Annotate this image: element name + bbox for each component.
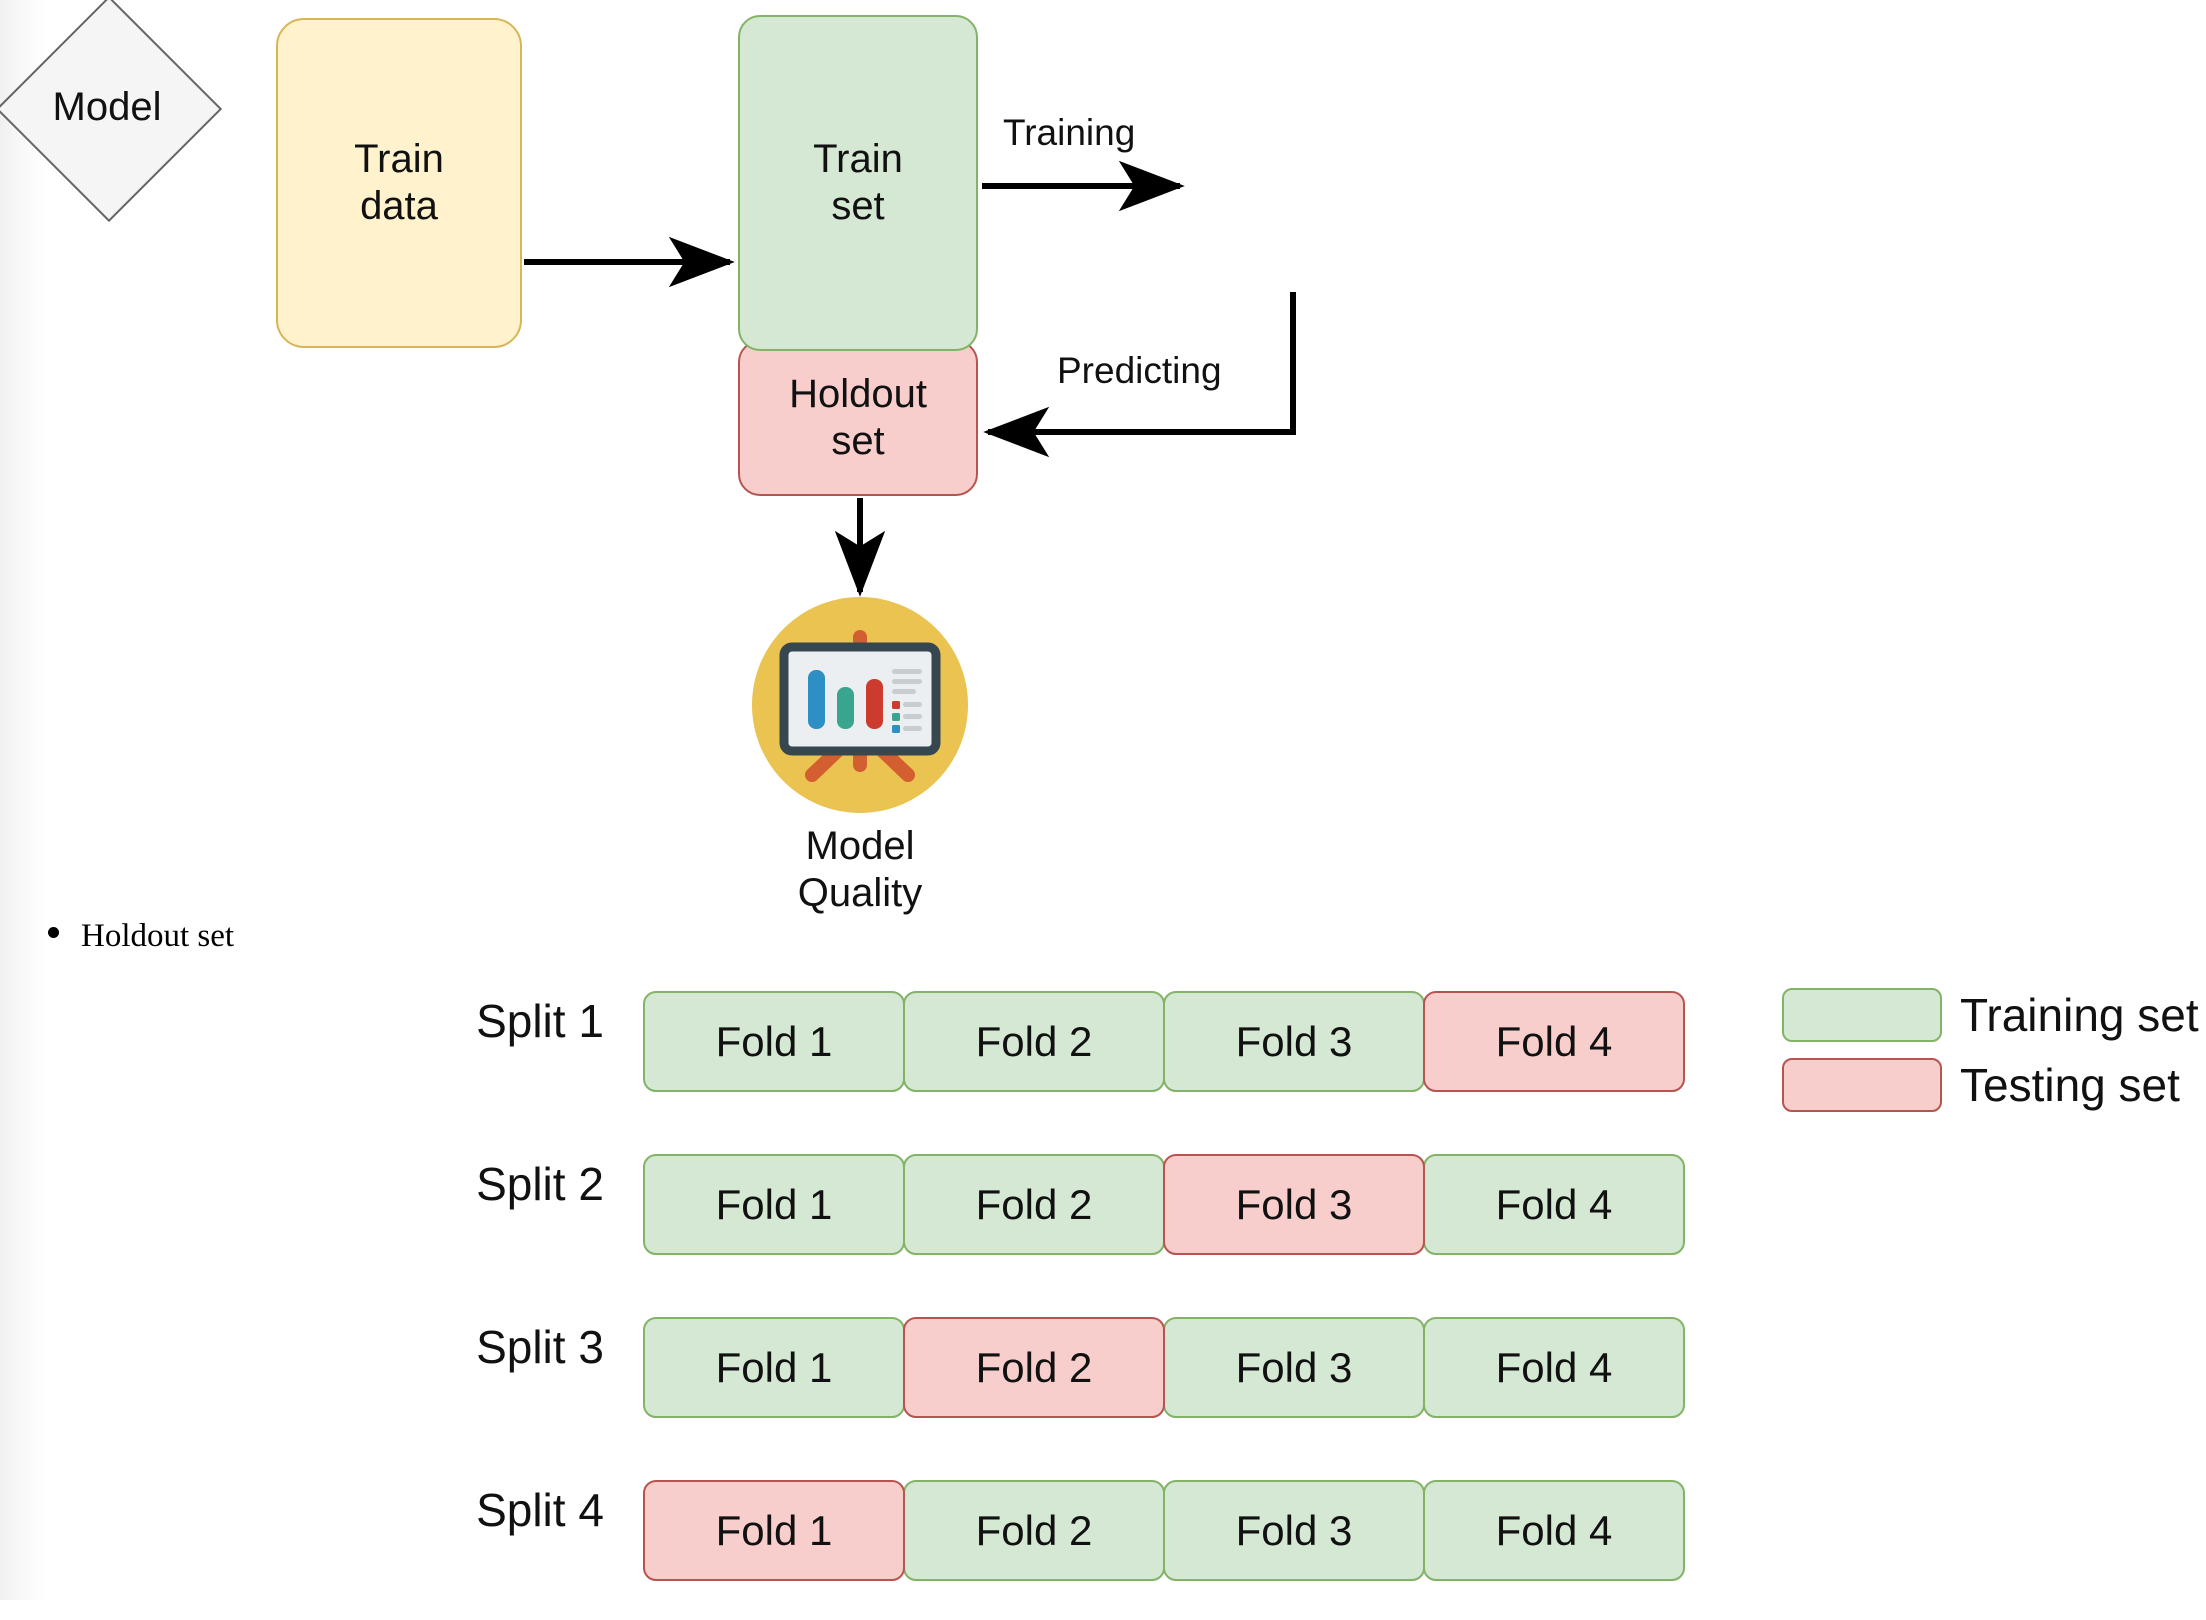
list-item: Holdout set xyxy=(48,918,234,955)
fold-box-train: Fold 1 xyxy=(643,1154,905,1255)
fold-box-train: Fold 1 xyxy=(643,991,905,1092)
list-item-label: Holdout set xyxy=(81,918,235,954)
fold-box-train: Fold 3 xyxy=(1163,1480,1425,1581)
split-label: Split 4 xyxy=(476,1484,604,1536)
fold-box-train: Fold 4 xyxy=(1423,1154,1685,1255)
fold-box-test: Fold 3 xyxy=(1163,1154,1425,1255)
edge-label-training: Training xyxy=(1003,112,1136,153)
legend-item: Testing set xyxy=(1782,1058,2199,1112)
fold-box-train: Fold 3 xyxy=(1163,1317,1425,1418)
fold-box-train: Fold 1 xyxy=(643,1317,905,1418)
fold-box-train: Fold 2 xyxy=(903,1480,1165,1581)
bullet-dot-icon xyxy=(48,927,59,938)
legend-label: Training set xyxy=(1960,989,2199,1041)
fold-box-test: Fold 2 xyxy=(903,1317,1165,1418)
split-label: Split 2 xyxy=(476,1158,604,1210)
legend-swatch-test xyxy=(1782,1058,1942,1112)
node-model-label: Model xyxy=(52,84,162,129)
fold-box-train: Fold 2 xyxy=(903,1154,1165,1255)
fold-box-train: Fold 2 xyxy=(903,991,1165,1092)
fold-box-test: Fold 4 xyxy=(1423,991,1685,1092)
edge-label-predicting: Predicting xyxy=(1057,350,1222,391)
fold-box-train: Fold 3 xyxy=(1163,991,1425,1092)
fold-box-train: Fold 4 xyxy=(1423,1317,1685,1418)
node-model: Model xyxy=(0,0,223,223)
legend-label: Testing set xyxy=(1960,1059,2180,1111)
legend-swatch-train xyxy=(1782,988,1942,1042)
fold-box-test: Fold 1 xyxy=(643,1480,905,1581)
split-label: Split 1 xyxy=(476,995,604,1047)
fold-box-train: Fold 4 xyxy=(1423,1480,1685,1581)
bar-chart-presentation-board-icon xyxy=(779,630,941,782)
legend-item: Training set xyxy=(1782,988,2199,1042)
flow-arrows xyxy=(524,160,1296,597)
split-label: Split 3 xyxy=(476,1321,604,1373)
model-quality-icon-badge xyxy=(752,597,968,813)
